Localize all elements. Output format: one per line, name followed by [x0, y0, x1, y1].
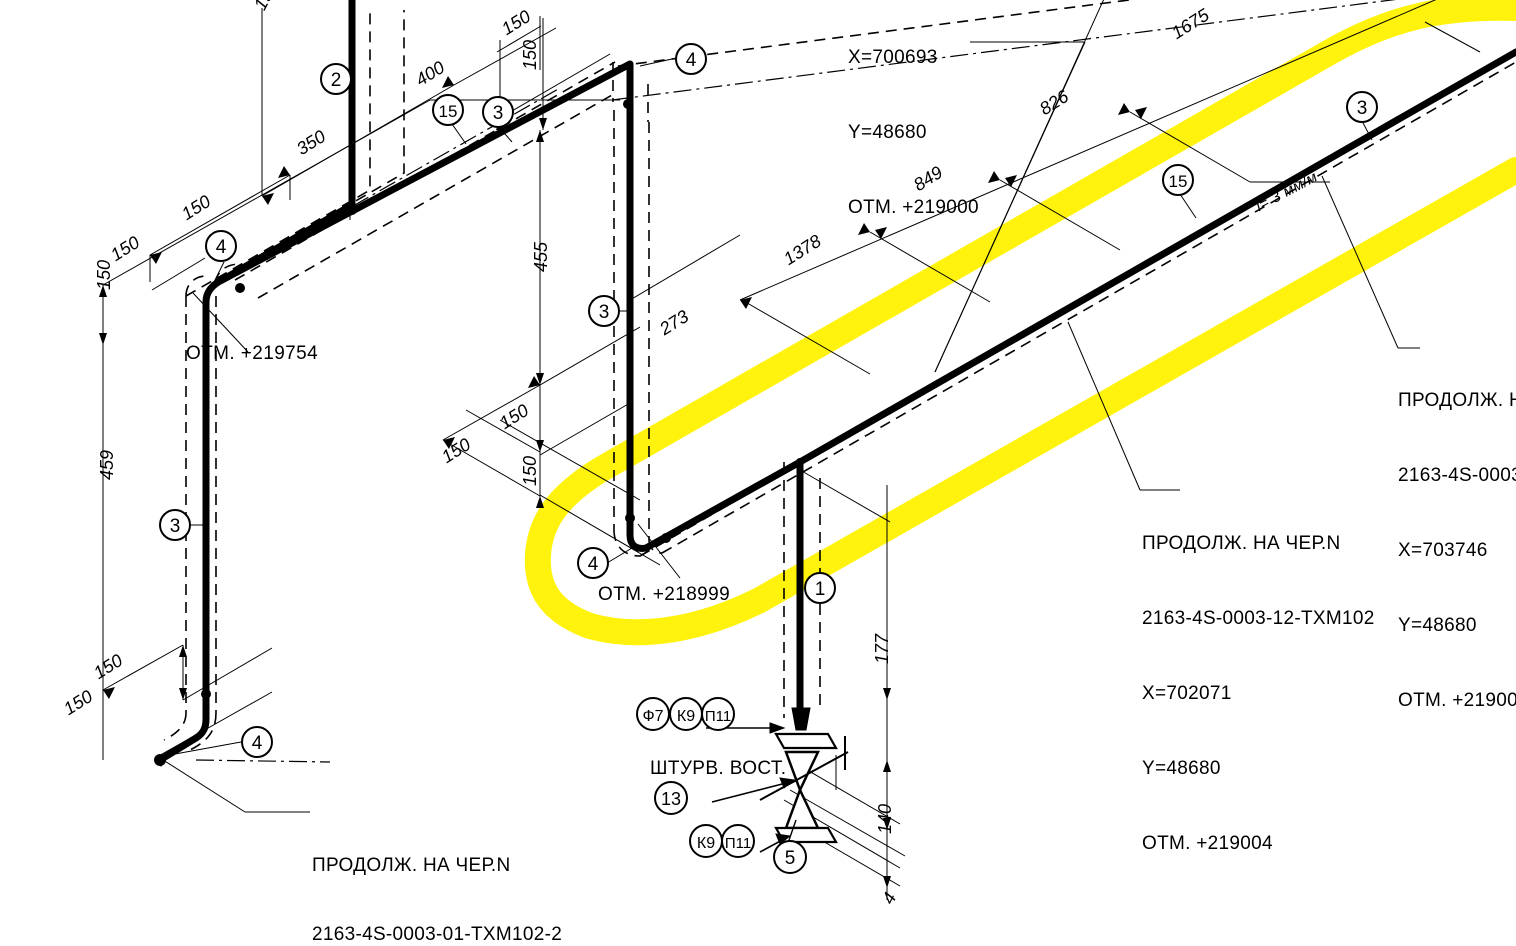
continuation-note-right-edge: ПРОДОЛЖ. НА Ч 2163-4S-0003 X=703746 Y=48…: [1398, 338, 1516, 763]
note-line: ОТМ. +219000: [848, 197, 979, 218]
dimension-label-140: 140: [875, 803, 895, 834]
note-line: ПРОДОЛЖ. НА Ч: [1398, 390, 1516, 411]
note-line: Y=48680: [1142, 758, 1221, 779]
continuation-note-bottom-left-block: 2163-4S-0003-01-TXM102-2 X=698770 Y=4868…: [312, 872, 562, 946]
note-line: 2163-4S-0003: [1398, 465, 1516, 486]
note-line: X=702071: [1142, 683, 1232, 704]
elevation-label-218999: ОТМ. +218999: [598, 584, 731, 605]
dimension-lines: [102, 0, 1481, 900]
continuation-note-top-center: X=700693 Y=48680 ОТМ. +219000: [848, 0, 979, 270]
dimension-label-150-mid-c: 150: [520, 455, 540, 486]
note-line: X=703746: [1398, 540, 1488, 561]
valve-assembly: [706, 707, 849, 853]
handwheel-orientation-label: ШТУРВ. ВОСТ.: [650, 758, 787, 779]
note-line: 2163-4S-0003-01-TXM102-2: [312, 924, 563, 945]
note-line: ОТМ. +219004: [1142, 833, 1273, 854]
dimension-label-459: 459: [97, 449, 117, 480]
dimension-label-150-topright-b: 150: [520, 39, 540, 70]
dimension-label-177: 177: [872, 633, 892, 664]
note-line: Y=48680: [848, 122, 927, 143]
continuation-note-bottom-left-lead: ПРОДОЛЖ. НА ЧЕР.N: [312, 803, 510, 928]
highlight-marker-path: [524, 0, 1516, 646]
note-line: Y=48680: [1398, 615, 1477, 636]
note-line: 2163-4S-0003-12-TXM102: [1142, 608, 1375, 629]
weld-points: [154, 99, 804, 766]
continuation-note-right-mid: ПРОДОЛЖ. НА ЧЕР.N 2163-4S-0003-12-TXM102…: [1142, 481, 1375, 906]
dimension-label-455: 455: [531, 241, 551, 272]
note-line: X=700693: [848, 47, 938, 68]
dimension-label-150-upleft-c: 150: [94, 259, 114, 290]
note-line: ПРОДОЛЖ. НА ЧЕР.N: [312, 855, 511, 876]
note-line: ПРОДОЛЖ. НА ЧЕР.N: [1142, 533, 1341, 554]
note-line: ОТМ. +219009: [1398, 690, 1516, 711]
elevation-label-219754: ОТМ. +219754: [186, 343, 319, 364]
